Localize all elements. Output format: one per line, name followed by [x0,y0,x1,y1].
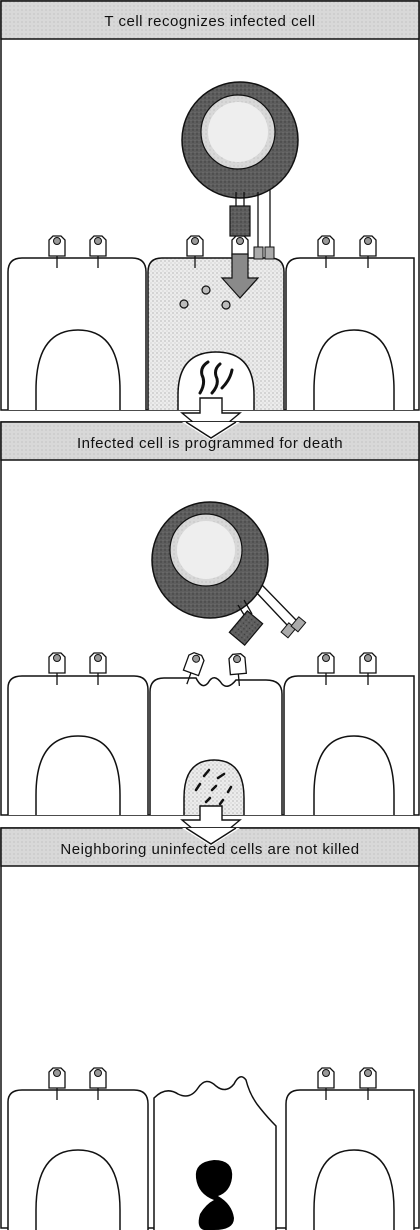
nucleus-left [36,736,120,815]
panel-1: T cell recognizes infected cell [1,1,419,410]
nucleus-right [314,330,394,410]
panel-1-title: T cell recognizes infected cell [104,13,315,30]
panel-2: Infected cell is programmed for death [1,422,419,815]
nucleus-left [36,330,120,410]
panel-2-title: Infected cell is programmed for death [77,435,343,452]
panel-3-title: Neighboring uninfected cells are not kil… [60,841,359,858]
panel-3: Neighboring uninfected cells are not kil… [1,828,419,1230]
nucleus-left [36,1150,120,1230]
nucleus-right [314,736,394,815]
nucleus-right [314,1150,394,1230]
